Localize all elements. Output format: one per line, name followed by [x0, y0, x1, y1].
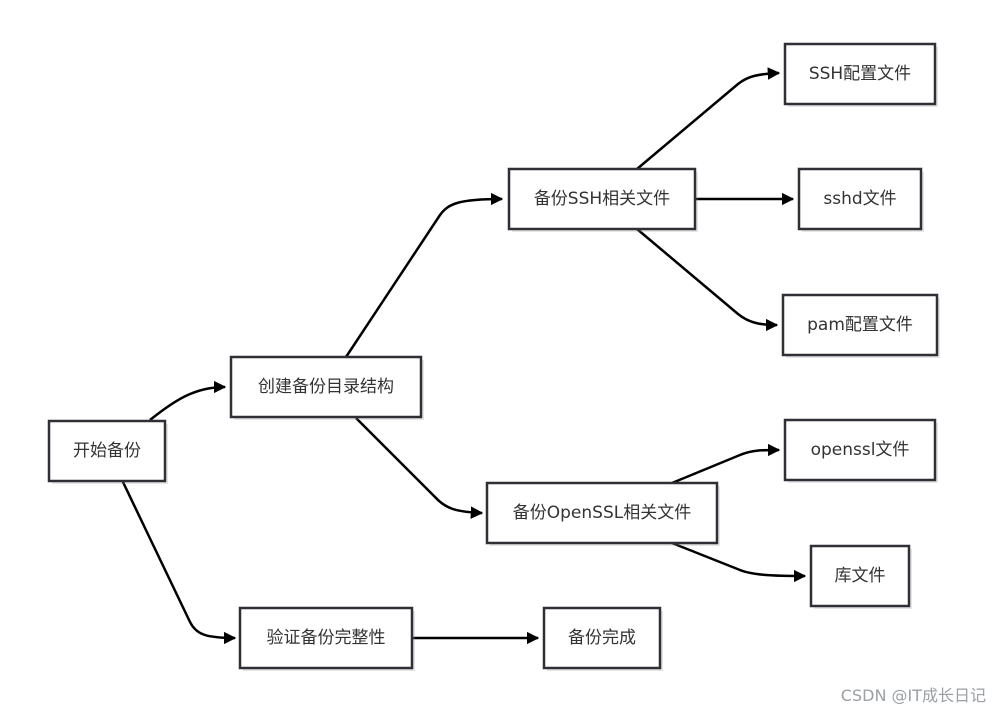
node-label: 备份SSH相关文件	[534, 189, 670, 209]
node-label: 库文件	[835, 566, 886, 586]
node-label: 备份完成	[568, 628, 636, 648]
edge-backup-openssl-lib-file	[671, 541, 807, 583]
edge-start-verify	[120, 479, 237, 645]
node-start: 开始备份	[47, 419, 168, 484]
node-pam-config: pam配置文件	[781, 293, 940, 358]
node-label: 验证备份完整性	[267, 628, 386, 648]
node-backup-openssl: 备份OpenSSL相关文件	[485, 481, 720, 546]
edge-start-create-dir	[149, 380, 227, 421]
edge-backup-openssl-openssl-file	[671, 443, 781, 485]
node-ssh-config: SSH配置文件	[783, 42, 938, 107]
watermark: CSDN @IT成长日记	[840, 686, 986, 705]
node-verify: 验证备份完整性	[238, 606, 415, 671]
node-sshd: sshd文件	[797, 167, 924, 232]
node-label: 创建备份目录结构	[258, 377, 394, 397]
node-label: sshd文件	[823, 189, 896, 209]
node-label: openssl文件	[811, 440, 910, 460]
node-label: pam配置文件	[807, 315, 913, 335]
edge-create-dir-backup-ssh	[344, 192, 504, 358]
node-lib-file: 库文件	[809, 544, 912, 609]
edges	[120, 67, 807, 645]
node-create-dir: 创建备份目录结构	[229, 355, 424, 420]
node-openssl-file: openssl文件	[783, 418, 938, 483]
edge-backup-ssh-ssh-config	[636, 67, 781, 170]
node-backup-ssh: 备份SSH相关文件	[507, 167, 698, 232]
edge-backup-ssh-pam-config	[636, 228, 779, 332]
edge-create-dir-backup-openssl	[355, 417, 484, 519]
node-done: 备份完成	[542, 606, 663, 671]
node-label: SSH配置文件	[809, 64, 911, 84]
node-label: 开始备份	[73, 441, 141, 461]
node-label: 备份OpenSSL相关文件	[513, 503, 691, 523]
